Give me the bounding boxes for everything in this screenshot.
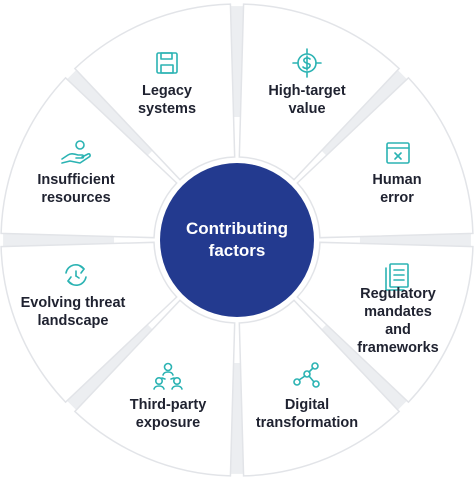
segment-label-regulatory-mandates: Regulatory mandates and frameworks: [357, 286, 439, 356]
segment-separator: [321, 69, 408, 156]
segment-label-digital-transformation: Digital transformation: [255, 397, 359, 431]
segment-separator: [66, 324, 153, 411]
refresh-cycle-icon: [65, 264, 87, 286]
segment-separator: [359, 233, 471, 247]
center-title: Contributing factors: [186, 219, 288, 260]
wheel-segment: [296, 241, 474, 404]
error-window-icon: [386, 142, 410, 164]
network-nodes-icon: [293, 362, 320, 388]
segment-separator: [66, 69, 153, 156]
dollar-target-icon: [292, 48, 322, 78]
wheel-segment: [73, 3, 236, 181]
segment-separator: [3, 233, 115, 247]
documents-icon: [385, 263, 409, 291]
segment-label-third-party-exposure: Third-party exposure: [129, 397, 207, 431]
center-circle: [160, 163, 314, 317]
wheel-segment: [296, 76, 474, 239]
segment-label-high-target-value: High-target value: [268, 83, 346, 117]
people-network-icon: [153, 362, 183, 390]
wheel-segment: [238, 3, 401, 181]
segment-separator: [321, 324, 408, 411]
wheel-segment: [0, 241, 178, 404]
floppy-disk-icon: [156, 52, 178, 74]
segment-label-human-error: Human error: [372, 172, 422, 206]
segment-separator: [230, 6, 244, 118]
segment-label-legacy-systems: Legacy systems: [137, 83, 197, 117]
wheel-segment: [238, 299, 401, 477]
segment-label-insufficient-resources: Insufficient resources: [37, 172, 115, 206]
segment-label-evolving-threat: Evolving threat landscape: [20, 295, 126, 329]
hand-coins-icon: [61, 140, 91, 164]
segment-separator: [230, 362, 244, 474]
